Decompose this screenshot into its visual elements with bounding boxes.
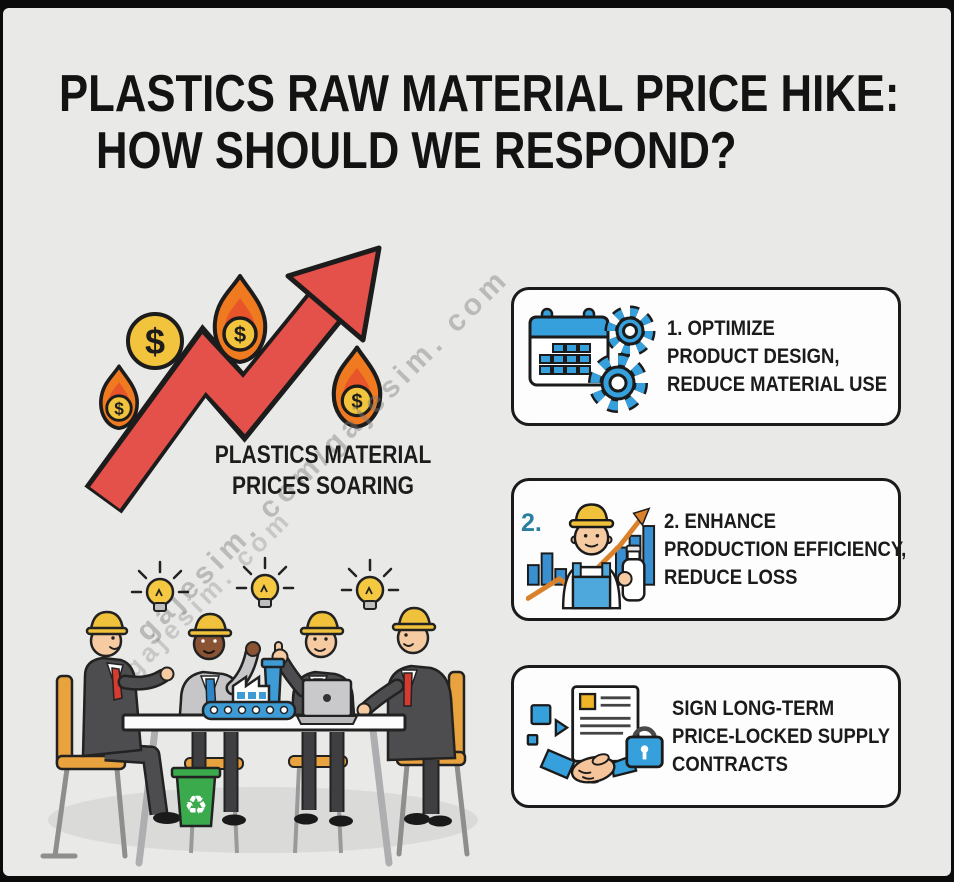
svg-text:$: $: [145, 321, 165, 362]
flame-dollar-icon: $: [331, 345, 383, 429]
response-box-2-text: 2. ENHANCE PRODUCTION EFFICIENCY, REDUCE…: [664, 509, 907, 589]
handshake-icon: [539, 748, 638, 784]
red-trend-arrow-icon: [84, 245, 382, 514]
hard-hat-icon: [187, 612, 233, 638]
factory-model-icon: [201, 657, 297, 721]
title-line-2: HOW SHOULD WE RESPOND?: [95, 122, 737, 180]
hard-hat-icon: [568, 503, 615, 529]
response-box-3-text: SIGN LONG-TERM PRICE-LOCKED SUPPLY CONTR…: [672, 696, 891, 776]
meeting-scene-illustration: ♻: [40, 556, 478, 867]
hard-hat-icon: [299, 610, 345, 636]
padlock-icon: [625, 725, 664, 768]
lightbulb-icon: [235, 556, 295, 608]
dollar-coin-icon: $: [126, 312, 184, 370]
caption-line-1: PLASTICS MATERIAL: [214, 441, 432, 469]
worker-person: [356, 606, 457, 827]
step-number: 2.: [521, 509, 542, 537]
response-box-1: 1. OPTIMIZE PRODUCT DESIGN, REDUCE MATER…: [511, 287, 901, 426]
infographic-background: PLASTICS RAW MATERIAL PRICE HIKE: HOW SH…: [3, 8, 951, 876]
price-soaring-caption: PLASTICS MATERIAL PRICES SOARING: [201, 440, 445, 502]
document-icon: [571, 684, 640, 763]
svg-text:$: $: [114, 399, 124, 419]
svg-text:$: $: [234, 322, 246, 347]
recycle-symbol: ♻: [184, 790, 207, 820]
laptop-icon: [295, 678, 359, 725]
lightbulb-icon: [130, 560, 190, 612]
response-box-1-text: 1. OPTIMIZE PRODUCT DESIGN, REDUCE MATER…: [667, 316, 888, 396]
response-box-1-icons: [526, 301, 661, 413]
calendar-icon: [528, 307, 610, 386]
caption-line-2: PRICES SOARING: [231, 472, 415, 500]
page-title: PLASTICS RAW MATERIAL PRICE HIKE: HOW SH…: [59, 66, 899, 180]
hard-hat-icon: [85, 610, 129, 636]
response-box-2-icons: [526, 486, 658, 613]
response-box-3: SIGN LONG-TERM PRICE-LOCKED SUPPLY CONTR…: [511, 665, 901, 808]
table-leg: [369, 726, 393, 867]
recycle-bin-icon: ♻: [170, 766, 222, 828]
title-line-1: PLASTICS RAW MATERIAL PRICE HIKE:: [59, 65, 900, 123]
gear-icon: [588, 352, 648, 413]
hard-hat-icon: [391, 606, 437, 632]
price-rise-arrow-illustration: $ $ $ $: [84, 245, 383, 514]
lightbulb-icon: [340, 558, 400, 610]
bottle-icon: [616, 544, 646, 602]
worker-icon: [561, 503, 622, 610]
chair-icon: [40, 674, 128, 859]
gear-icon: [604, 305, 656, 356]
response-box-3-icons: [526, 678, 666, 796]
blue-squares-icon: [526, 703, 570, 746]
response-box-2: 2.: [511, 478, 906, 621]
svg-text:$: $: [351, 391, 362, 413]
flame-dollar-icon: $: [212, 274, 268, 364]
flame-dollar-icon: $: [99, 364, 139, 431]
